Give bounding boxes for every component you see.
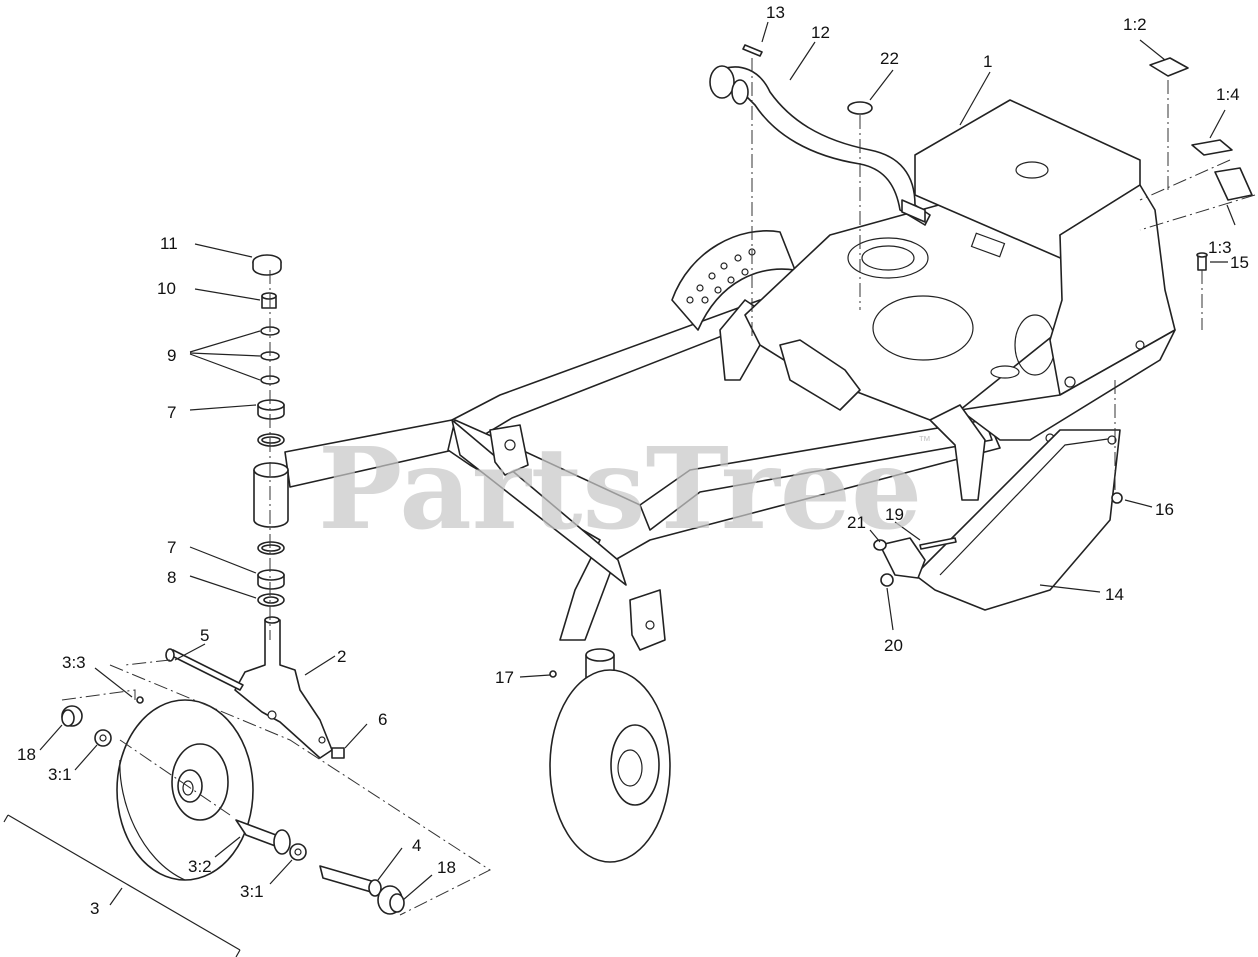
- control-handle: [709, 65, 931, 226]
- callout-5: 5: [200, 626, 209, 645]
- callout-17: 17: [495, 668, 514, 687]
- leader-lines: [3, 21, 1236, 957]
- callout-21: 21: [847, 513, 866, 532]
- frame-assembly: [284, 230, 1001, 651]
- alignment-lines: [61, 58, 1256, 916]
- watermark-trademark: ™: [918, 433, 931, 448]
- callout-20: 20: [884, 636, 903, 655]
- callout-3: 3: [90, 899, 99, 918]
- watermark: PartsTree: [318, 424, 922, 555]
- callout-4: 4: [412, 836, 421, 855]
- callout-10: 10: [157, 279, 176, 298]
- callout-13: 13: [766, 3, 785, 22]
- callout-1-4: 1:4: [1216, 85, 1240, 104]
- mounting-plate: [744, 99, 1176, 501]
- callout-14: 14: [1105, 585, 1124, 604]
- decal-1-4: [1191, 139, 1233, 156]
- callout-7-bottom: 7: [167, 538, 176, 557]
- callout-labels: 1 1:2 1:4 1:3 15 12 13 22 16 14 19 21 20…: [17, 3, 1249, 918]
- foot-platform: [879, 429, 1121, 611]
- decal-1-3: [1214, 167, 1253, 201]
- callout-16: 16: [1155, 500, 1174, 519]
- callout-3-1-left: 3:1: [48, 765, 72, 784]
- callout-3-1-right: 3:1: [240, 882, 264, 901]
- callout-3-3: 3:3: [62, 653, 86, 672]
- callout-12: 12: [811, 23, 830, 42]
- callout-1: 1: [983, 52, 992, 71]
- callout-7-top: 7: [167, 403, 176, 422]
- plate-holes: [686, 248, 756, 304]
- assembled-caster: [549, 648, 671, 863]
- callout-18-right: 18: [437, 858, 456, 877]
- callout-18-left: 18: [17, 745, 36, 764]
- callout-15: 15: [1230, 253, 1249, 272]
- callout-8: 8: [167, 568, 176, 587]
- callout-11: 11: [160, 234, 178, 253]
- hardware: [742, 44, 1208, 587]
- callout-22: 22: [880, 49, 899, 68]
- callout-3-2: 3:2: [188, 857, 212, 876]
- callout-6: 6: [378, 710, 387, 729]
- grommet: [847, 101, 873, 115]
- callout-1-3: 1:3: [1208, 238, 1232, 257]
- callout-9: 9: [167, 346, 176, 365]
- callout-19: 19: [885, 505, 904, 524]
- caster-assembly: [61, 254, 405, 915]
- decal-1-2: [1149, 57, 1189, 77]
- callout-2: 2: [337, 647, 346, 666]
- callout-1-2: 1:2: [1123, 15, 1147, 34]
